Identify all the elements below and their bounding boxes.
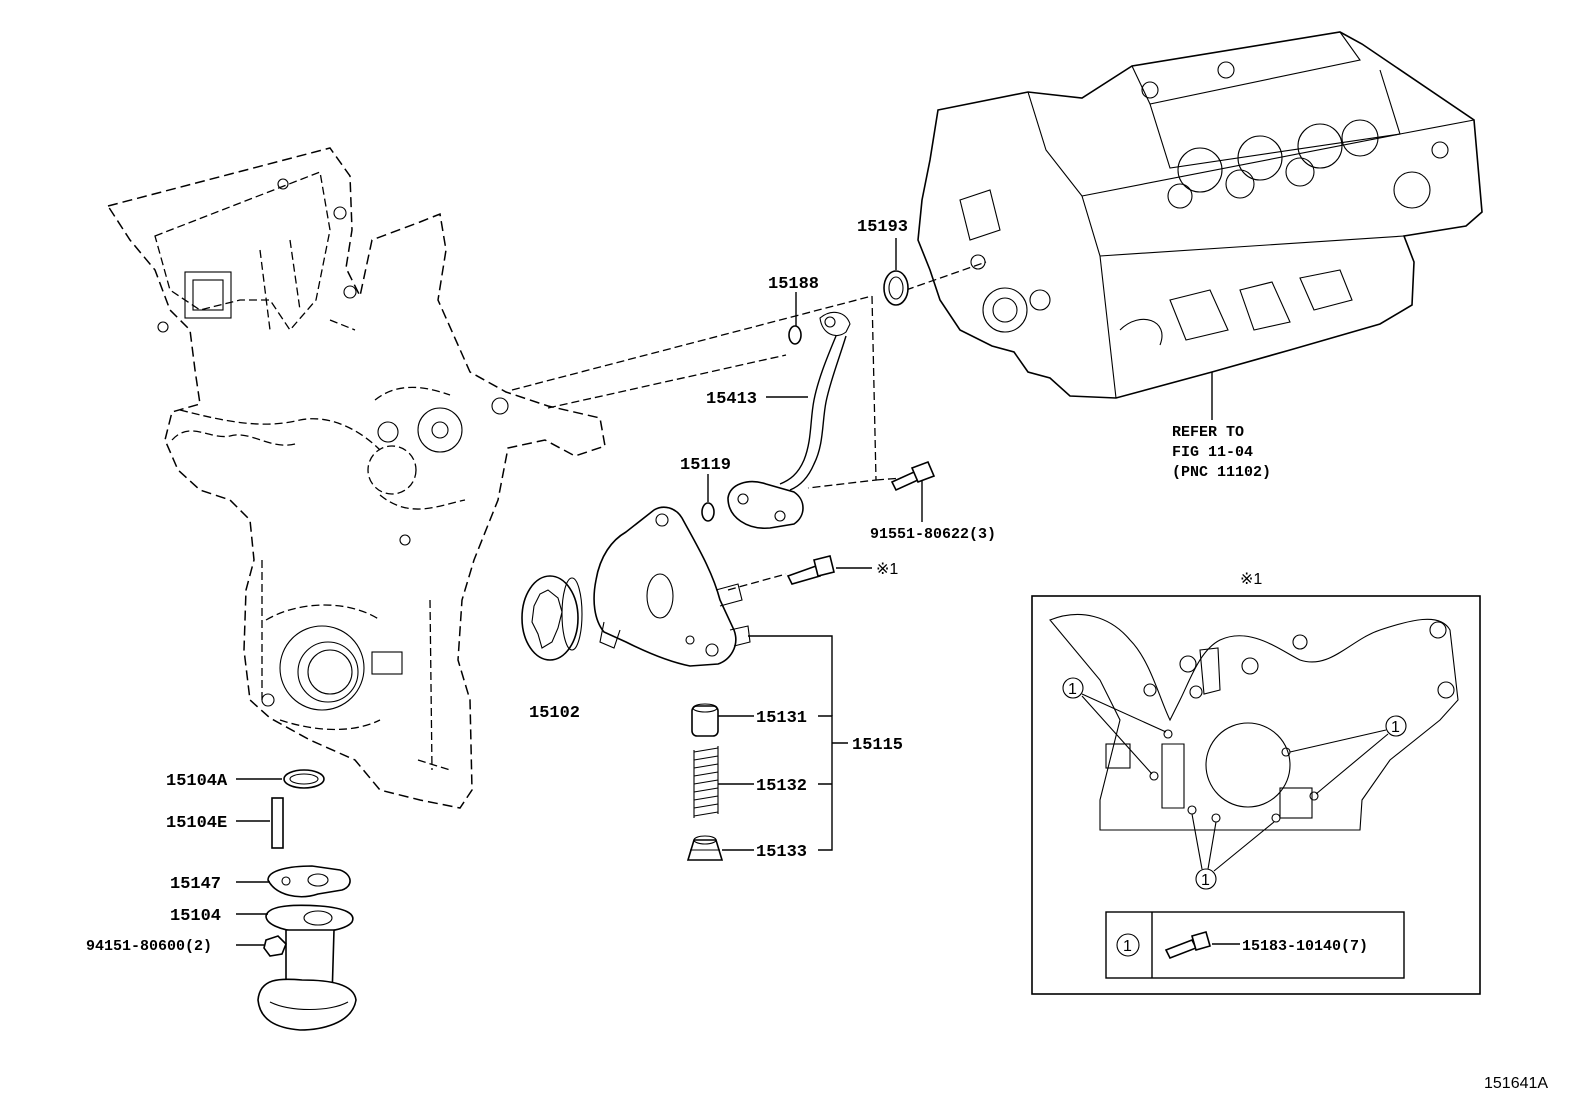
refer-line-1: REFER TO: [1172, 424, 1244, 441]
inset-callout-a-text: 1: [1068, 681, 1077, 698]
label-15102: 15102: [529, 704, 580, 723]
inset-callout-c: [1195, 868, 1217, 890]
o-ring-15119: [701, 502, 715, 522]
label-91551: 91551-80622(3): [870, 526, 996, 543]
oil-pump-rotor-15102: [521, 575, 583, 661]
label-15188: 15188: [768, 275, 819, 294]
o-ring-15193: [883, 270, 909, 306]
bolt-note-1: [786, 555, 835, 585]
o-ring-15104a: [283, 769, 325, 789]
label-bolt-note: ※1: [876, 561, 898, 578]
nut-94151: [263, 935, 287, 957]
relief-valve-15131: [691, 703, 719, 737]
bolt-91551: [890, 460, 936, 492]
label-15132: 15132: [756, 777, 807, 796]
label-15133: 15133: [756, 843, 807, 862]
inset-title: ※1: [1240, 571, 1262, 588]
inset-callout-b: [1385, 715, 1407, 737]
cylinder-block-drawing: [917, 31, 1483, 399]
oil-pump-housing: [593, 506, 751, 667]
figure-id: 151641A: [1484, 1075, 1548, 1092]
inset-callout-a: [1062, 677, 1084, 699]
refer-note: REFER TO FIG 11-04 (PNC 11102): [1172, 424, 1271, 481]
legend-callout-text: 1: [1123, 938, 1132, 955]
strainer-15104: [257, 904, 357, 1031]
part-labels: 15193 15188 15413 15119 91551-80622(3) ※…: [86, 218, 996, 955]
spring-15132: [693, 746, 719, 818]
label-15104e: 15104E: [166, 814, 227, 833]
refer-line-2: FIG 11-04: [1172, 444, 1253, 461]
o-ring-15188: [788, 325, 802, 345]
inset-callout-b-text: 1: [1391, 719, 1400, 736]
inset-legend: [1105, 911, 1405, 979]
label-15115: 15115: [852, 736, 903, 755]
plug-15133: [686, 835, 724, 861]
timing-chain-cover-drawing: [106, 147, 606, 809]
label-15193: 15193: [857, 218, 908, 237]
inset-callout-c-text: 1: [1201, 872, 1210, 889]
legend-part-number: 15183-10140(7): [1242, 938, 1368, 955]
label-15147: 15147: [170, 875, 221, 894]
label-15131: 15131: [756, 709, 807, 728]
assembly-guide-lines: [511, 261, 987, 591]
leader-lines: [236, 238, 1213, 946]
label-15119: 15119: [680, 456, 731, 475]
stud-15104e: [271, 797, 284, 849]
label-15104: 15104: [170, 907, 221, 926]
label-15413: 15413: [706, 390, 757, 409]
label-94151: 94151-80600(2): [86, 938, 212, 955]
oil-pipe-15413: [727, 311, 851, 529]
gasket-15147: [267, 865, 351, 898]
label-15104a: 15104A: [166, 772, 228, 791]
inset-box: ※1 1 1 1: [1031, 571, 1481, 995]
refer-line-3: (PNC 11102): [1172, 464, 1271, 481]
